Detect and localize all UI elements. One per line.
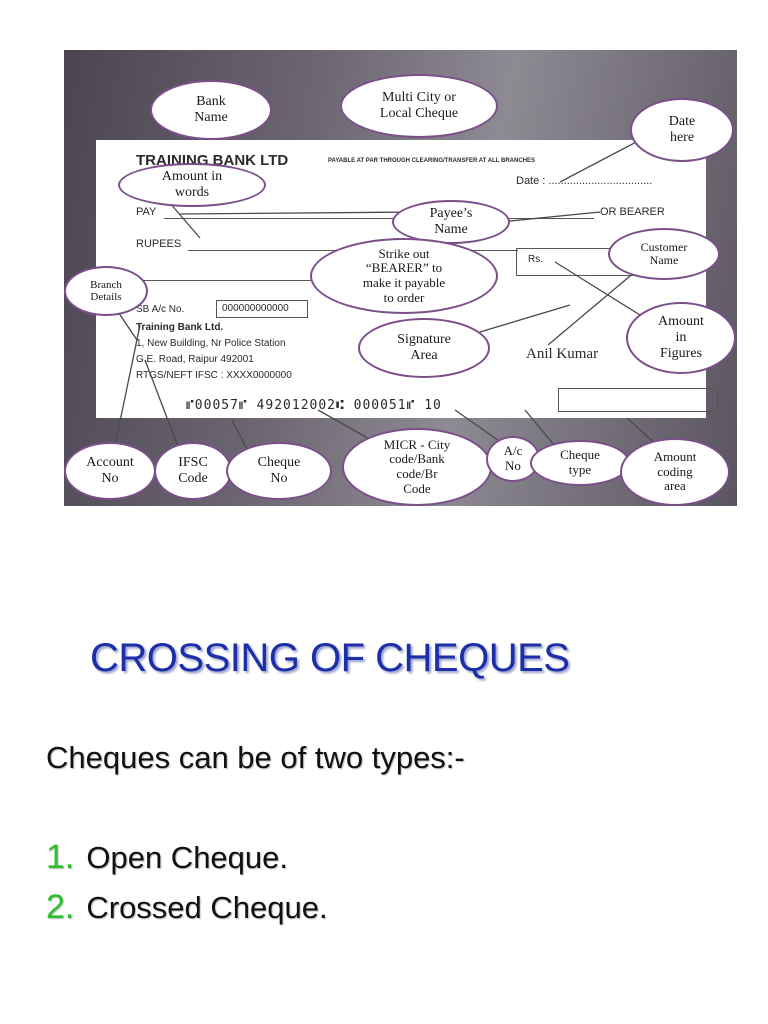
- amount-coding-box: [558, 388, 718, 412]
- list-label: Open Cheque.: [86, 840, 289, 875]
- callout-signature-area: Signature Area: [358, 318, 490, 378]
- cheque-pay-label: PAY: [136, 206, 157, 218]
- cheque-rs-label: Rs.: [528, 254, 543, 265]
- list-item-crossed-cheque: 2. Crossed Cheque.: [46, 888, 328, 927]
- cheque-account-label: SB A/c No.: [136, 304, 185, 315]
- cheque-date-label: Date : .................................…: [516, 175, 653, 187]
- callout-account-no: Account No: [64, 442, 156, 500]
- callout-ifsc-code: IFSC Code: [154, 442, 232, 500]
- callout-bank-name: Bank Name: [150, 80, 272, 140]
- cheque-branch-line-1: Training Bank Ltd.: [136, 322, 224, 333]
- callout-multi-city: Multi City or Local Cheque: [340, 74, 498, 138]
- callout-amount-coding: Amount coding area: [620, 438, 730, 506]
- callout-branch-details: Branch Details: [64, 266, 148, 316]
- callout-customer-name: Customer Name: [608, 228, 720, 280]
- cheque-branch-line-4: RTGS/NEFT IFSC : XXXX0000000: [136, 370, 292, 381]
- callout-amount-words: Amount in words: [118, 163, 266, 207]
- cheque-branch-line-3: G.E. Road, Raipur 492001: [136, 354, 254, 365]
- list-number: 1.: [46, 838, 75, 876]
- slide-intro: Cheques can be of two types:-: [46, 740, 465, 775]
- callout-strike-bearer: Strike out “BEARER” to make it payable t…: [310, 238, 498, 314]
- slide-title: CROSSING OF CHEQUES: [90, 636, 570, 680]
- cheque-payable-note: PAYABLE AT PAR THROUGH CLEARING/TRANSFER…: [328, 158, 536, 164]
- cheque-branch-line-2: 1, New Building, Nr Police Station: [136, 338, 286, 349]
- cheque-rupees-label: RUPEES: [136, 238, 182, 250]
- callout-cheque-no: Cheque No: [226, 442, 332, 500]
- callout-payee-name: Payee’s Name: [392, 200, 510, 244]
- cheque-account-box: [216, 300, 308, 318]
- callout-amount-figures: Amount in Figures: [626, 302, 736, 374]
- callout-micr: MICR - City code/Bank code/Br Code: [342, 428, 492, 506]
- list-number: 2.: [46, 888, 75, 926]
- cheque-account-number: 000000000000: [222, 303, 289, 314]
- callout-cheque-type: Cheque type: [530, 440, 630, 486]
- cheque-or-bearer: OR BEARER: [600, 206, 665, 218]
- list-label: Crossed Cheque.: [86, 890, 328, 925]
- list-item-open-cheque: 1. Open Cheque.: [46, 838, 288, 877]
- cheque-micr-line: ⑈00057⑈ 492012002⑆ 000051⑈ 10: [186, 398, 442, 413]
- cheque-signature-name: Anil Kumar: [526, 346, 599, 362]
- callout-date-here: Date here: [630, 98, 734, 162]
